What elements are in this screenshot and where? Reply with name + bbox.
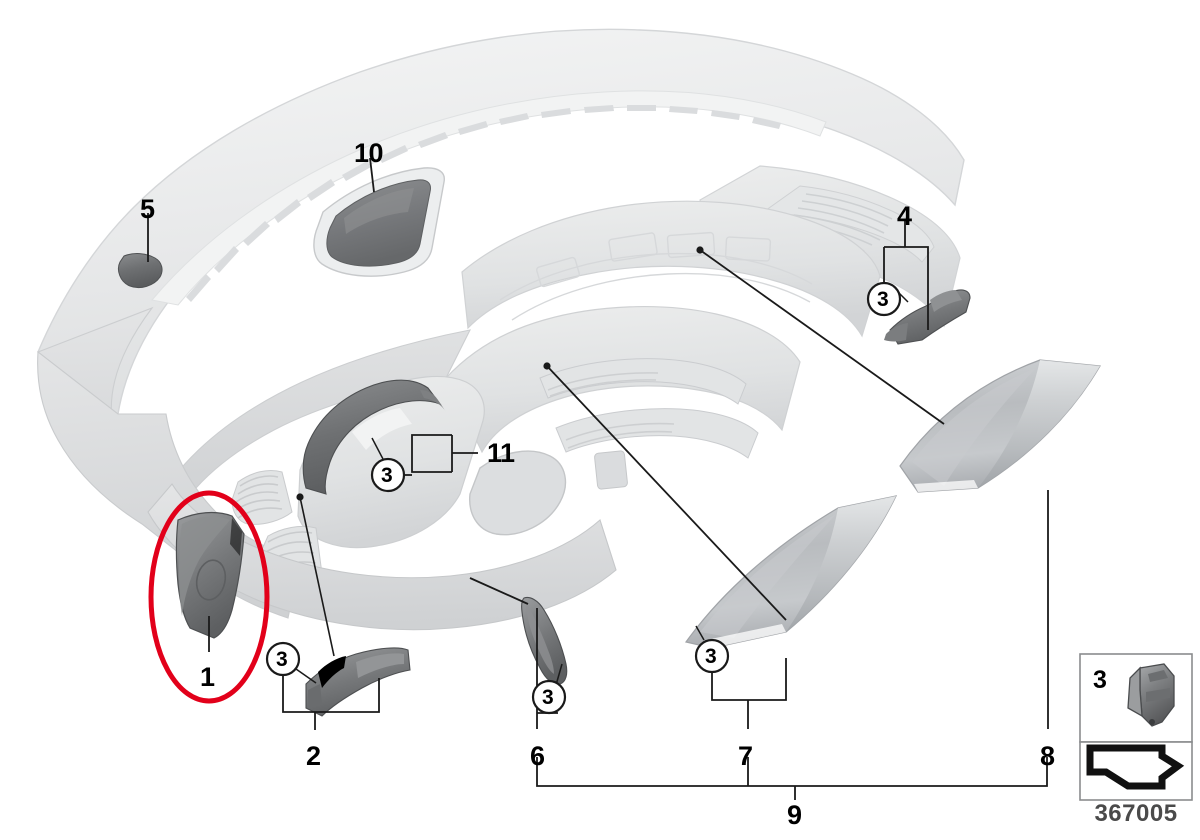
leader-8-dot-line (699, 249, 945, 425)
left-lower-vent-grille (231, 469, 293, 525)
circle-marker-7 (694, 638, 730, 674)
diagram-id-label: 367005 (1094, 800, 1178, 827)
leader-10 (369, 157, 375, 193)
callout-label-7: 7 (738, 741, 753, 771)
leader-6-dot-line (469, 577, 529, 605)
part-8-decorative-strip (899, 359, 1101, 493)
callout-label-11: 11 (487, 438, 515, 468)
center-housing-detail (499, 231, 813, 321)
callout-label-2: 2 (306, 741, 321, 771)
leader-2-bracket (282, 675, 380, 713)
legend-clip-number: 3 (1093, 666, 1107, 694)
callout-label-9: 9 (787, 800, 802, 830)
leader-6-clip-tick (555, 663, 563, 686)
leader-left-lower-line (299, 496, 335, 657)
legend-panel (1079, 653, 1193, 801)
circle-label-7: 3 (705, 645, 717, 668)
circle-label-2: 3 (276, 648, 288, 671)
callout-label-1: 1 (200, 662, 215, 692)
callout-label-4: 4 (897, 201, 912, 231)
circled-markers (265, 281, 902, 715)
circle-label-6: 3 (542, 686, 554, 709)
center-air-vents (539, 358, 759, 490)
instrument-panel-illustration (36, 28, 1101, 717)
leader-lines (147, 157, 1049, 800)
leader-2-clip-tick (295, 668, 317, 684)
leader-7-center-dot-line (546, 365, 787, 621)
circle-marker-4 (866, 281, 902, 317)
retaining-clip-icon (1127, 663, 1175, 727)
leader-4-bracket (884, 246, 929, 330)
leader-11-bracket (411, 434, 452, 473)
callout-label-8: 8 (1040, 741, 1055, 771)
part-2-glovebox-handle-trim (305, 647, 411, 717)
highlight-ellipse-part-1 (148, 490, 270, 704)
leader-9-bracket (536, 757, 1048, 787)
circle-marker-2 (265, 641, 301, 677)
callout-label-5: 5 (140, 194, 155, 224)
leader-11-clip-tick (371, 437, 384, 460)
part-5-pillar-cover-tab (117, 253, 163, 289)
circle-label-11: 3 (381, 464, 393, 487)
part-4-vent-trim-strip (884, 289, 971, 345)
part-11-cluster-hood-trim (302, 379, 446, 495)
part-10-head-up-display-cover (313, 167, 445, 277)
view-direction-arrow-icon (1086, 744, 1185, 790)
callout-label-6: 6 (530, 741, 545, 771)
part-7-decorative-strip (684, 495, 898, 649)
circle-marker-6 (531, 679, 567, 715)
part-1-pillar-lower-cover (175, 511, 245, 639)
circle-marker-11 (370, 457, 406, 493)
defroster-slot-marks (186, 105, 781, 302)
steering-column-opening (469, 450, 567, 536)
circle-label-4: 3 (877, 288, 889, 311)
leader-dot-upper-shelf (696, 246, 704, 254)
leader-7-clip-tick (695, 625, 705, 641)
callout-label-10: 10 (354, 138, 384, 168)
leader-dot-center-stack (543, 362, 551, 370)
leader-7-bracket (711, 658, 787, 701)
